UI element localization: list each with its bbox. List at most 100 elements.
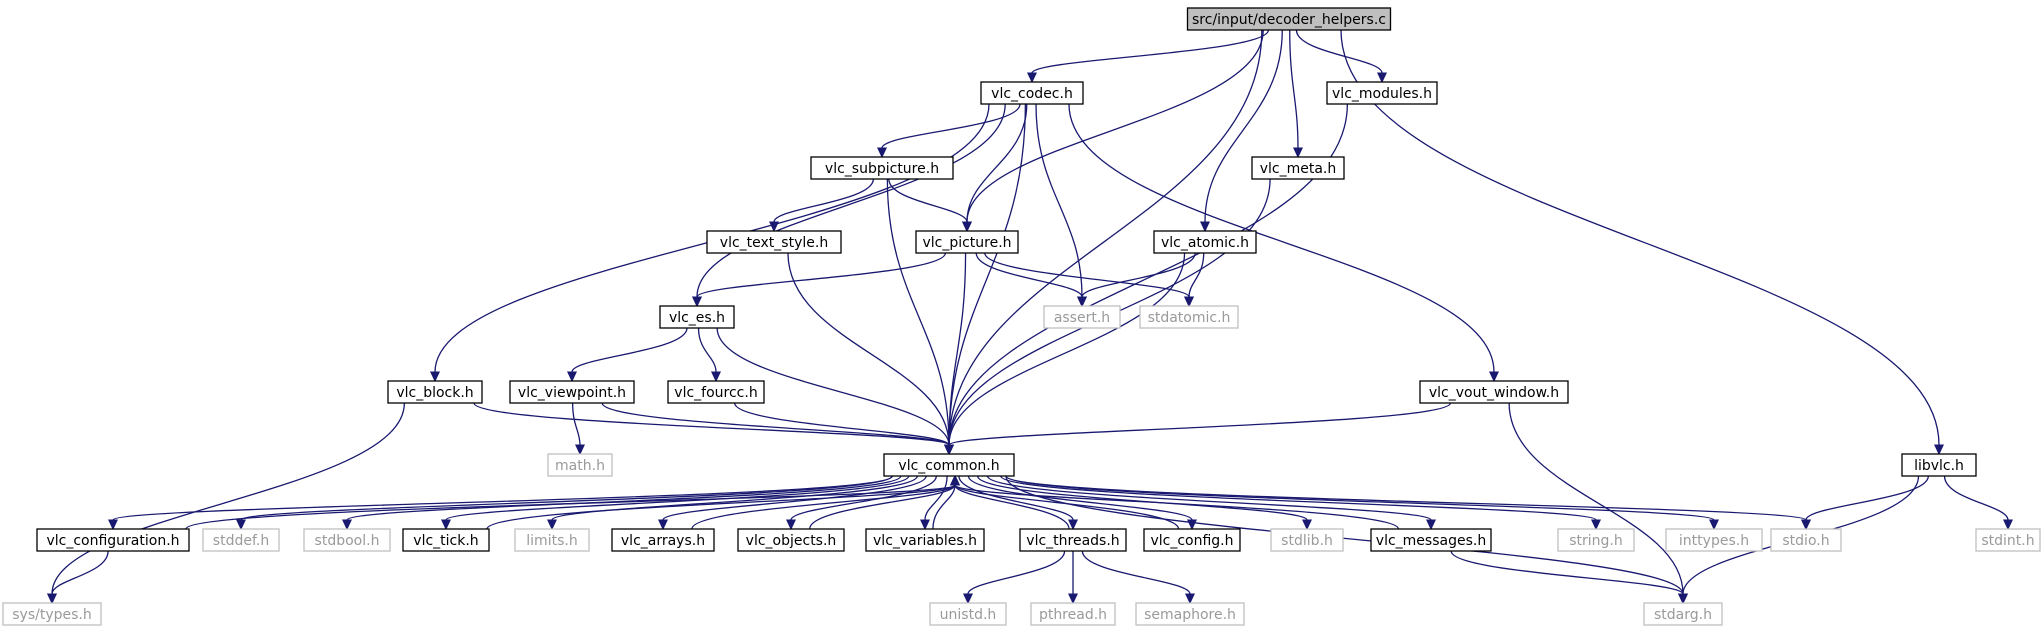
edge-vlc_messages-to-stdarg [1450, 550, 1684, 595]
arrowhead-vlc_picture-to-vlc_es [692, 296, 702, 308]
arrowhead-vlc_common-to-vlc_threads [1068, 519, 1078, 531]
edge-vlc_text_style-to-vlc_common [787, 252, 950, 446]
arrowhead-vlc_common-to-vlc_tick [441, 519, 451, 531]
node-vlc-picture[interactable]: vlc_picture.h [915, 230, 1019, 254]
node-vlc-messages[interactable]: vlc_messages.h [1370, 528, 1492, 552]
node-box [547, 453, 613, 477]
node-label: src/input/decoder_helpers.c [1192, 12, 1386, 28]
node-label: stdlib.h [1281, 533, 1333, 549]
edge-root-to-libvlc [1340, 29, 1940, 446]
node-stddef: stddef.h [202, 528, 280, 552]
node-box [402, 528, 490, 552]
edge-vlc_codec-to-vlc_common [948, 103, 1027, 446]
node-box [667, 380, 765, 404]
node-vlc-config[interactable]: vlc_config.h [1143, 528, 1241, 552]
node-vlc-es[interactable]: vlc_es.h [659, 305, 735, 329]
arrowhead-vlc_messages-to-vlc_common [950, 474, 960, 486]
edge-vlc_tick-to-vlc_common [486, 484, 956, 530]
node-vlc-arrays[interactable]: vlc_arrays.h [611, 528, 715, 552]
edge-vlc_codec-to-vlc_subpicture [881, 103, 1021, 149]
arrowhead-vlc_common-to-stdlib [1302, 519, 1312, 531]
arrowhead-vlc_common-to-vlc_objects [786, 519, 796, 531]
edge-vlc_variables-to-vlc_common [932, 484, 956, 530]
node-vlc-block[interactable]: vlc_block.h [387, 380, 483, 404]
node-vlc-atomic[interactable]: vlc_atomic.h [1153, 230, 1257, 254]
edge-vlc_common-to-string [1000, 475, 1597, 521]
node-libvlc[interactable]: libvlc.h [1901, 453, 1977, 477]
node-vlc-fourcc[interactable]: vlc_fourcc.h [667, 380, 765, 404]
edge-vlc_codec-to-vlc_picture [966, 103, 1028, 223]
edge-vlc_picture-to-vlc_es [696, 252, 947, 298]
node-stdlib: stdlib.h [1270, 528, 1344, 552]
node-label: stdio.h [1782, 533, 1829, 549]
edge-vlc_common-to-vlc_threads [958, 475, 1074, 521]
edge-vlc_common-to-stdio [1005, 475, 1807, 521]
node-label: vlc_block.h [396, 385, 473, 401]
node-label: stdatomic.h [1148, 310, 1231, 326]
edge-vlc_messages-to-vlc_common [954, 484, 1400, 530]
node-label: assert.h [1054, 310, 1110, 326]
node-root[interactable]: src/input/decoder_helpers.c [1186, 7, 1392, 31]
node-stdatomic: stdatomic.h [1139, 305, 1239, 329]
node-box [303, 528, 391, 552]
node-label: vlc_arrays.h [621, 533, 705, 549]
node-vlc-variables[interactable]: vlc_variables.h [865, 528, 985, 552]
arrowhead-libvlc-to-stdio [1801, 519, 1811, 531]
node-label: inttypes.h [1679, 533, 1749, 549]
node-label: vlc_configuration.h [46, 533, 179, 549]
node-box [1326, 81, 1438, 105]
node-vlc-modules[interactable]: vlc_modules.h [1326, 81, 1438, 105]
node-vlc-meta[interactable]: vlc_meta.h [1251, 156, 1345, 180]
edge-vlc_common-to-vlc_config [967, 475, 1193, 521]
node-assert: assert.h [1043, 305, 1121, 329]
arrowhead-libvlc-to-stdint [2003, 519, 2013, 531]
node-vlc-text-style[interactable]: vlc_text_style.h [706, 230, 842, 254]
node-vlc-codec[interactable]: vlc_codec.h [980, 81, 1084, 105]
node-box [1370, 528, 1492, 552]
node-box [509, 380, 635, 404]
node-label: vlc_common.h [898, 458, 999, 474]
node-box [387, 380, 483, 404]
node-label: vlc_config.h [1150, 533, 1233, 549]
node-box [1270, 528, 1344, 552]
arrowhead-vlc_codec-to-vlc_block [430, 371, 440, 383]
edge-root-to-vlc_picture [966, 29, 1264, 223]
node-label: vlc_subpicture.h [825, 161, 939, 177]
edge-vlc_viewpoint-to-vlc_common [601, 402, 950, 446]
node-vlc-common[interactable]: vlc_common.h [883, 453, 1015, 477]
edge-libvlc-to-stdio [1805, 475, 1930, 521]
node-vlc-tick[interactable]: vlc_tick.h [402, 528, 490, 552]
arrowhead-vlc_common-to-inttypes [1709, 519, 1719, 531]
node-vlc-viewpoint[interactable]: vlc_viewpoint.h [509, 380, 635, 404]
edge-vlc_atomic-to-vlc_common [948, 252, 1186, 446]
node-vlc-threads[interactable]: vlc_threads.h [1019, 528, 1127, 552]
node-label: stdint.h [1981, 533, 2034, 549]
node-vlc-vout-window[interactable]: vlc_vout_window.h [1419, 380, 1569, 404]
edge-vlc_subpicture-to-vlc_text_style [773, 178, 875, 223]
node-label: sys/types.h [12, 607, 91, 623]
edge-libvlc-to-stdint [1943, 475, 2009, 521]
edge-vlc_threads-to-unistd [967, 550, 1066, 595]
arrowhead-vlc_viewpoint-to-math [575, 444, 585, 456]
edge-vlc_subpicture-to-vlc_picture [888, 178, 968, 223]
edge-vlc_picture-to-assert [975, 252, 1083, 298]
arrowhead-vlc_vout_window-to-vlc_common [944, 444, 954, 456]
arrowhead-vlc_es-to-vlc_viewpoint [567, 371, 577, 383]
node-box [737, 528, 845, 552]
edge-vlc_modules-to-vlc_common [948, 103, 1349, 446]
node-label: vlc_atomic.h [1161, 235, 1249, 251]
node-semaphore: semaphore.h [1135, 602, 1245, 626]
edge-vlc_common-to-vlc_configuration [112, 475, 893, 521]
edge-root-to-vlc_codec [1031, 29, 1270, 74]
node-vlc-subpicture[interactable]: vlc_subpicture.h [810, 156, 954, 180]
node-vlc-objects[interactable]: vlc_objects.h [737, 528, 845, 552]
edge-root-to-vlc_common [948, 29, 1263, 446]
node-vlc-configuration[interactable]: vlc_configuration.h [36, 528, 190, 552]
node-label: vlc_threads.h [1026, 533, 1119, 549]
node-box [915, 230, 1019, 254]
node-stdio: stdio.h [1770, 528, 1842, 552]
edge-vlc_block-to-sys_types [51, 402, 406, 595]
node-box [980, 81, 1084, 105]
arrowhead-vlc_common-to-stddef [236, 519, 246, 531]
